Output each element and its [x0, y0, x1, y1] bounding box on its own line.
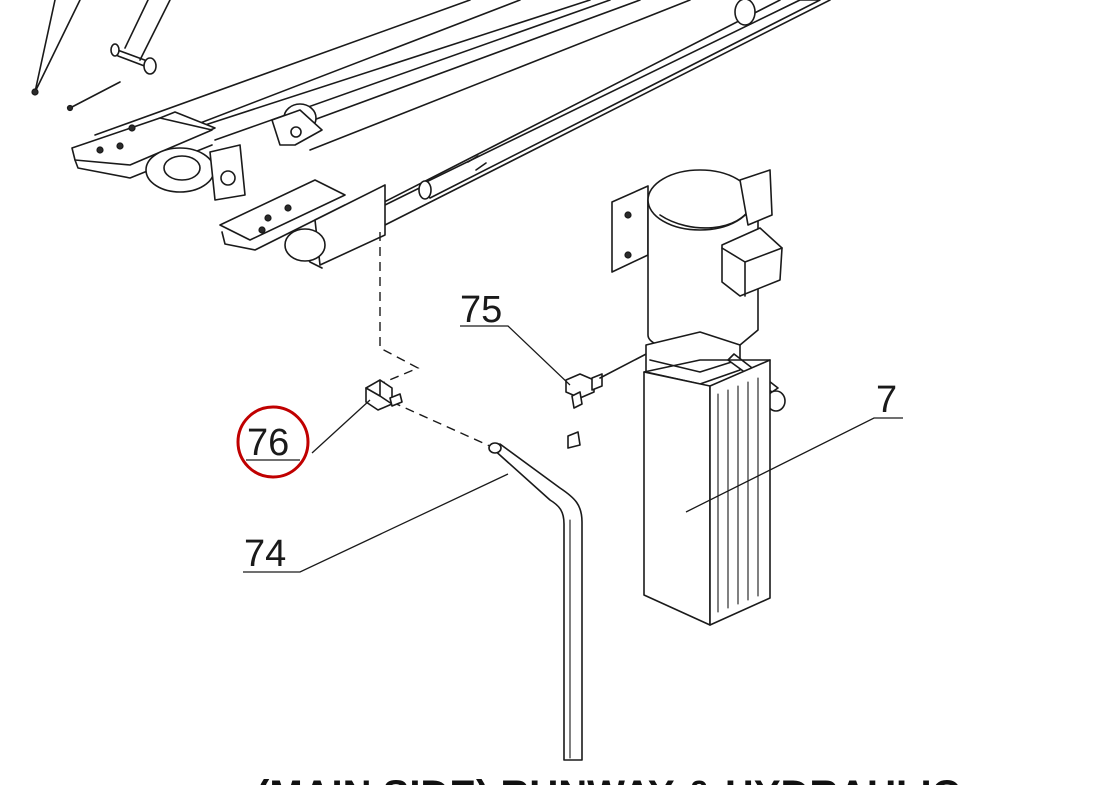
power-unit-7: [611, 169, 786, 626]
callout-74: 74: [244, 533, 286, 575]
callout-76: 76: [247, 422, 289, 464]
fitting-76: [365, 379, 403, 411]
callout-7: 7: [876, 379, 897, 421]
leader-74: [243, 473, 509, 573]
hose-74: [488, 431, 583, 761]
diagram-caption: (MAIN SIDE) RUNWAY & HYDRAULIC: [256, 773, 960, 785]
elbow-75: [565, 351, 651, 409]
hose-route-upper: [379, 232, 420, 385]
hose-route-lower: [391, 401, 493, 448]
runway-assembly: [31, 0, 831, 269]
leader-76: [311, 399, 371, 454]
leader-75: [460, 325, 571, 386]
highlight-circle: [236, 405, 310, 479]
callout-75: 75: [460, 289, 502, 331]
leader-7: [685, 417, 903, 513]
